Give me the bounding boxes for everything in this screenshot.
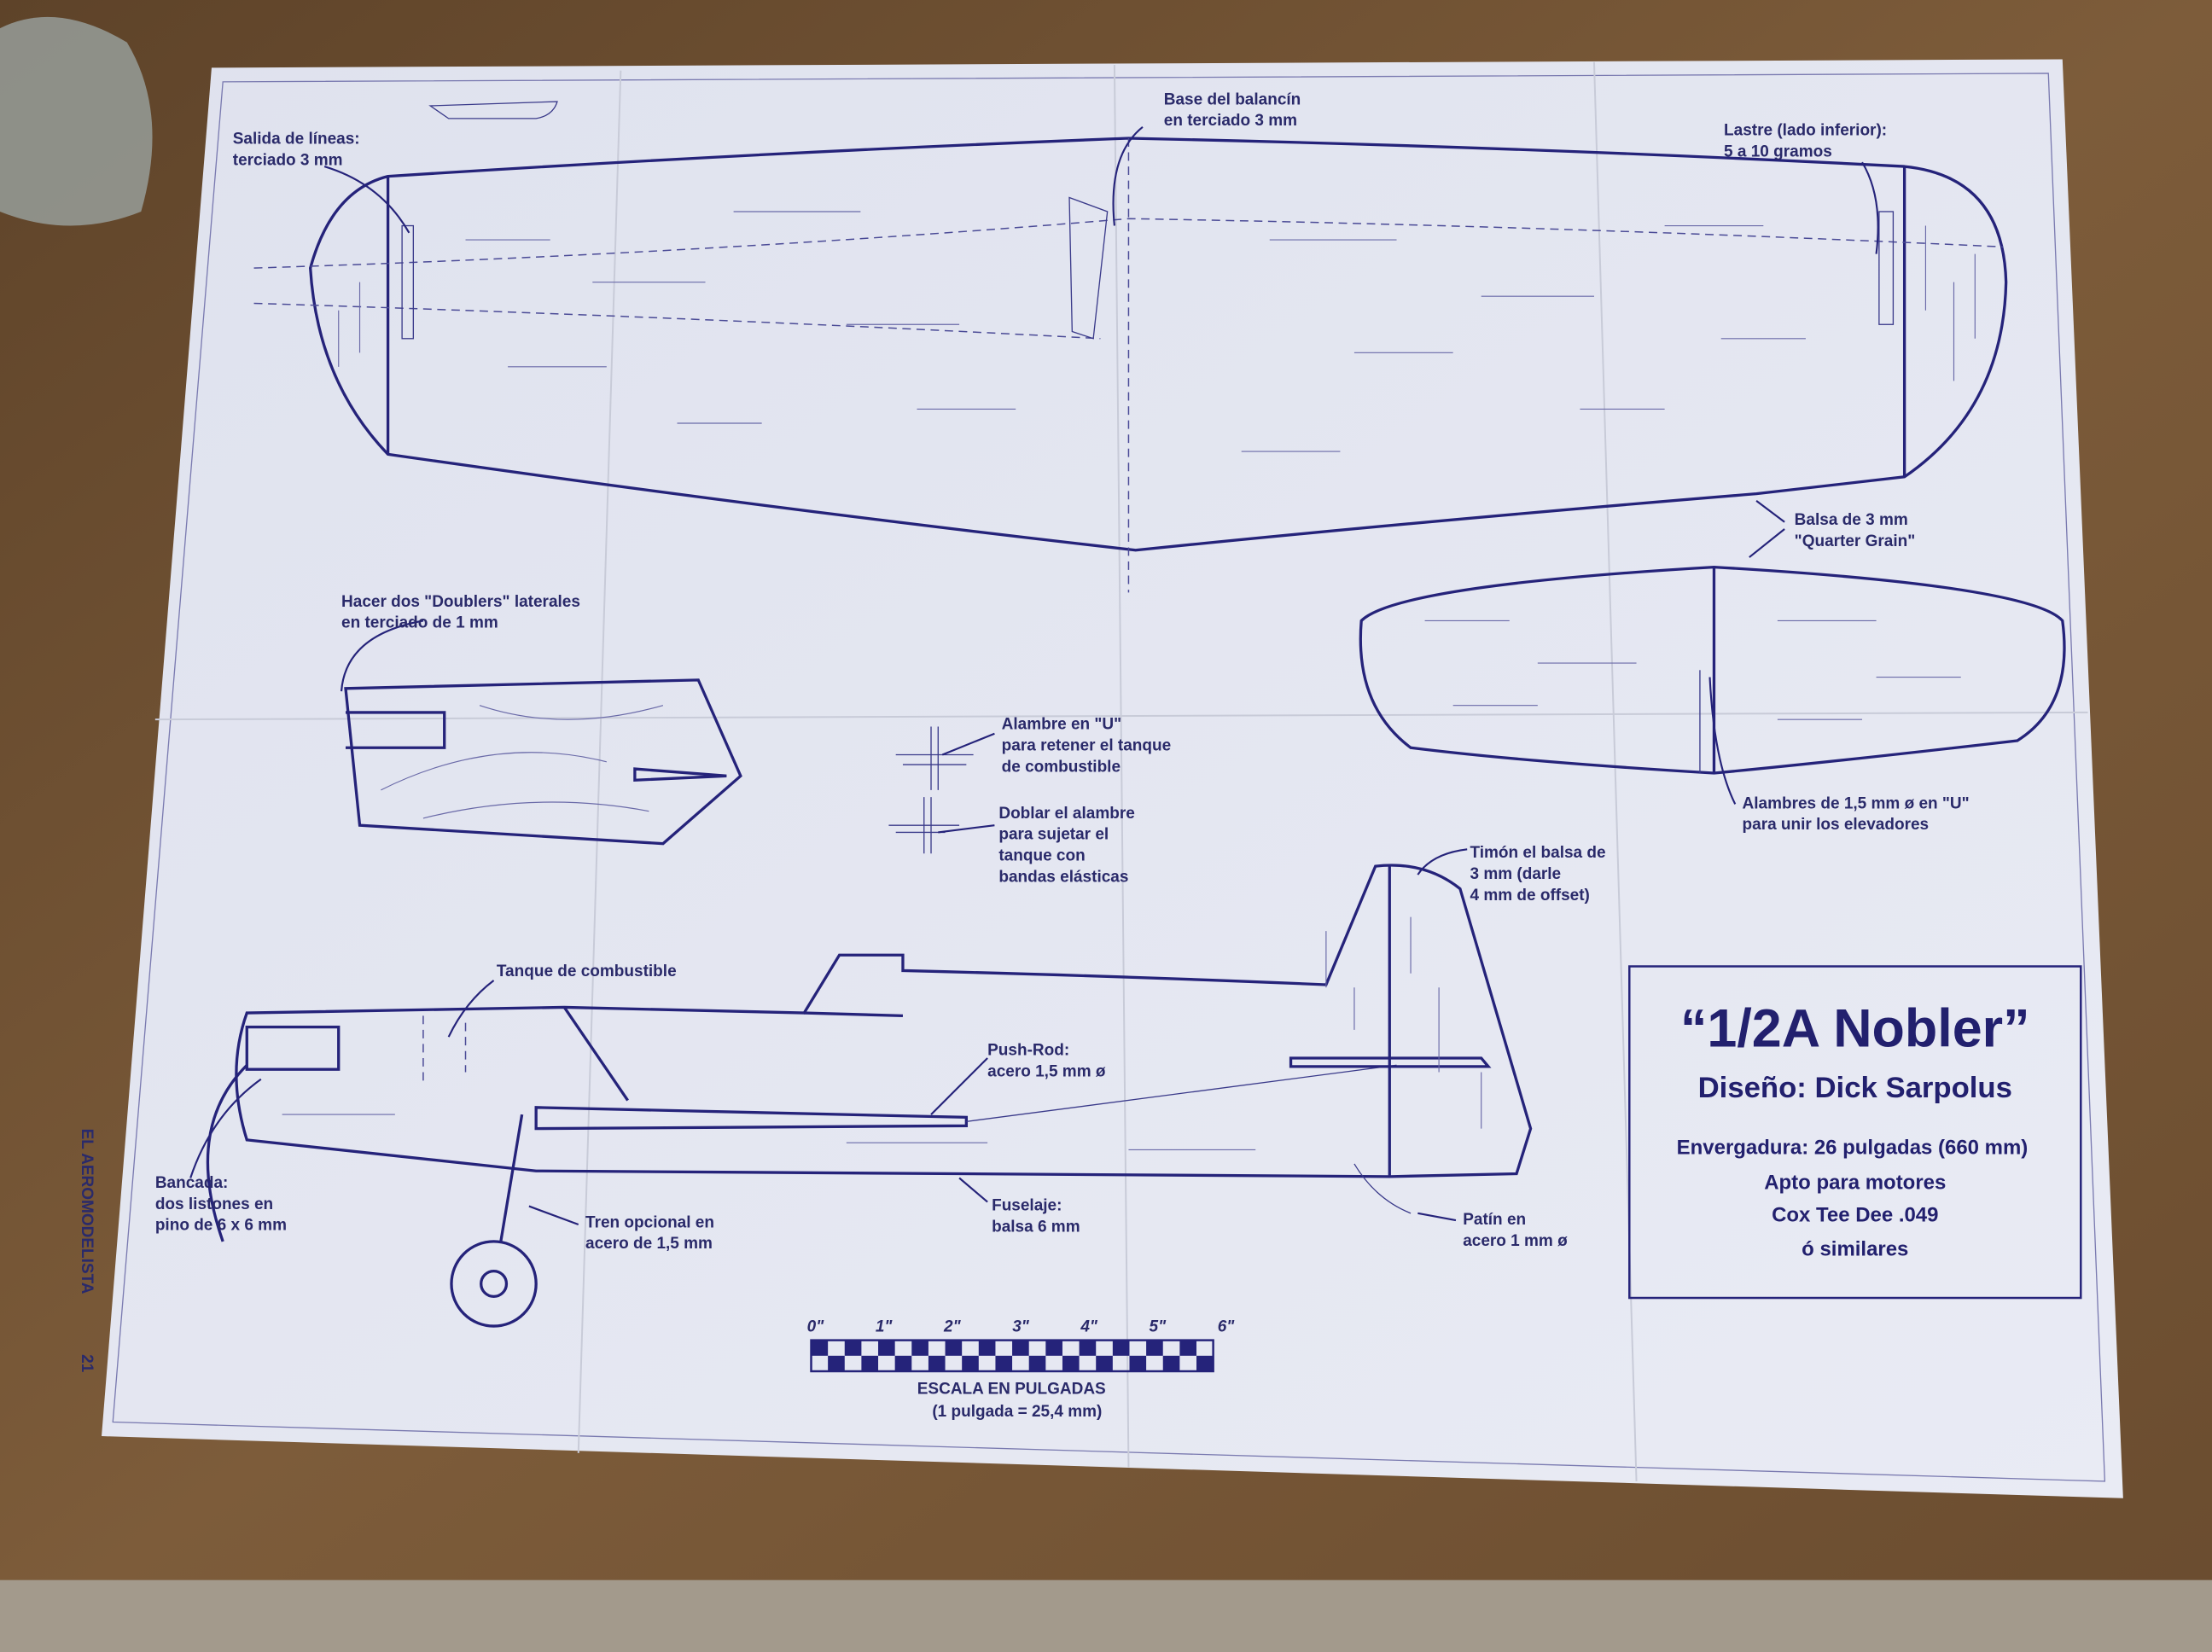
scale-segment	[1028, 1355, 1046, 1371]
fold-line	[154, 711, 2088, 721]
scale-segment	[1179, 1340, 1197, 1356]
callout-salida: Salida de líneas:	[233, 131, 360, 148]
scale-segment	[861, 1355, 879, 1371]
callout-balsa: "Quarter Grain"	[1795, 532, 1916, 550]
spec-line: Cox Tee Dee .049	[1772, 1204, 1938, 1227]
scale-segment	[978, 1340, 996, 1356]
doubler-part	[344, 678, 742, 846]
callout-tanque: Tanque de combustible	[497, 963, 677, 980]
scale-title: ESCALA EN PULGADAS	[917, 1380, 1106, 1398]
callout-fuselaje: balsa 6 mm	[992, 1218, 1080, 1236]
spec-line: Envergadura: 26 pulgadas (660 mm)	[1677, 1136, 2029, 1159]
callout-alambre-u: de combustible	[1002, 758, 1121, 776]
scale-segment	[1045, 1340, 1062, 1356]
scale-tick-label: 6"	[1218, 1318, 1236, 1336]
callout-pushrod: acero 1,5 mm ø	[987, 1062, 1106, 1080]
scale-bar: 0" 1" 2" 3" 4" 5" 6" ESCALA EN PULGADAS (1 pul…	[807, 1318, 1236, 1421]
callout-doblar: tanque con	[998, 847, 1085, 865]
fold-line	[577, 70, 622, 1453]
callout-timon: 4 mm de offset)	[1470, 887, 1589, 905]
callout-alambres: para unir los elevadores	[1743, 816, 1930, 834]
callout-doblar: para sujetar el	[998, 826, 1109, 844]
callout-timon: 3 mm (darle	[1470, 865, 1561, 883]
callout-lastre: 5 a 10 gramos	[1724, 143, 1832, 161]
callout-alambre-u: para retener el tanque	[1002, 737, 1172, 755]
scale-segment	[894, 1355, 912, 1371]
scale-note: (1 pulgada = 25,4 mm)	[932, 1403, 1102, 1421]
callout-tren: acero de 1,5 mm	[585, 1235, 713, 1253]
spec-line: ó similares	[1802, 1237, 1908, 1260]
callout-salida: terciado 3 mm	[233, 151, 343, 169]
scale-tick-label: 1"	[876, 1318, 894, 1336]
floor-strip	[0, 1579, 2212, 1652]
title-block: “1/2A Nobler” Diseño: Dick Sarpolus Enve…	[1628, 965, 2082, 1300]
callout-lastre: Lastre (lado inferior):	[1724, 122, 1887, 140]
fuselage-side-view	[206, 864, 1533, 1328]
scale-segment	[1112, 1340, 1130, 1356]
scale-segment	[1079, 1340, 1097, 1356]
wing-plan	[253, 101, 2008, 593]
plastic-bag	[0, 16, 153, 226]
stabilizer-plan	[1359, 565, 2066, 775]
callout-pushrod: Push-Rod:	[987, 1042, 1069, 1060]
plan-designer: Diseño: Dick Sarpolus	[1698, 1072, 2012, 1104]
scale-segment	[1062, 1355, 1080, 1371]
callout-base: Base del balancín	[1164, 90, 1301, 108]
scale-segment	[844, 1340, 862, 1356]
scale-tick-label: 4"	[1080, 1318, 1098, 1336]
scale-segment	[878, 1340, 895, 1356]
scale-tick-label: 5"	[1150, 1318, 1167, 1336]
publication-name: EL AEROMODELISTA	[78, 1129, 96, 1294]
callout-timon: Timón el balsa de	[1470, 844, 1605, 862]
page-number: 21	[78, 1354, 96, 1373]
callout-bancada: Bancada:	[155, 1174, 229, 1192]
scale-segment	[945, 1340, 963, 1356]
callout-balsa: Balsa de 3 mm	[1795, 511, 1908, 529]
callout-patin: acero 1 mm ø	[1463, 1232, 1568, 1250]
callout-bancada: dos listones en	[155, 1195, 273, 1213]
callout-doblar: bandas elásticas	[998, 868, 1128, 886]
plan-title: “1/2A Nobler”	[1680, 999, 2030, 1059]
paper-sheet	[102, 59, 2123, 1498]
leader-arrows	[189, 125, 1879, 1226]
scale-segment	[1162, 1355, 1180, 1371]
scale-tick-label: 2"	[943, 1318, 962, 1336]
scale-segment	[811, 1340, 829, 1356]
callout-doblar: Doblar el alambre	[998, 805, 1134, 823]
callout-alambres: Alambres de 1,5 mm ø en "U"	[1743, 794, 1970, 812]
scale-tick-label: 3"	[1012, 1318, 1030, 1336]
fold-line	[1113, 65, 1130, 1468]
callout-alambre-u: Alambre en "U"	[1002, 716, 1121, 734]
spec-line: Apto para motores	[1764, 1172, 1946, 1195]
scale-segment	[828, 1355, 845, 1371]
callout-doublers: Hacer dos "Doublers" laterales	[341, 593, 580, 611]
scale-segment	[911, 1340, 928, 1356]
scale-segment	[928, 1355, 946, 1371]
callout-tren: Tren opcional en	[585, 1213, 714, 1231]
wire-u-detail	[888, 726, 974, 854]
callout-bancada: pino de 6 x 6 mm	[155, 1217, 287, 1235]
scale-segment	[1129, 1355, 1147, 1371]
scale-segment	[962, 1355, 979, 1371]
callout-fuselaje: Fuselaje:	[992, 1197, 1062, 1215]
scale-segment	[1196, 1355, 1214, 1371]
callout-patin: Patín en	[1463, 1211, 1526, 1229]
scale-tick-label: 0"	[807, 1318, 825, 1336]
callout-base: en terciado 3 mm	[1164, 112, 1297, 130]
scale-segment	[995, 1355, 1013, 1371]
scale-segment	[1146, 1340, 1163, 1356]
scale-segment	[1012, 1340, 1029, 1356]
scale-segment	[1096, 1355, 1113, 1371]
plan-border	[112, 73, 2106, 1482]
callout-doublers: en terciado de 1 mm	[341, 614, 498, 632]
